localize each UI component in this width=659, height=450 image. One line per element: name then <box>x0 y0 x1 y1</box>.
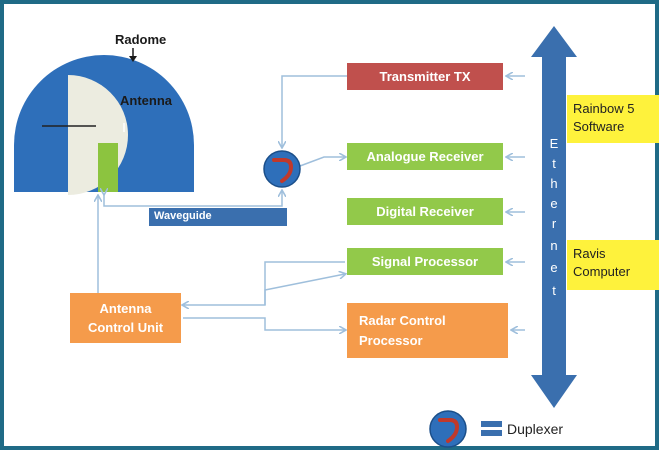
ravis-computer-panel: Ravis Computer <box>567 240 659 290</box>
legend-waveguide-swatch <box>481 421 502 427</box>
antenna-label: Antenna <box>120 93 172 108</box>
rainbow-software-panel: Rainbow 5 Software <box>567 95 659 143</box>
antenna-control-unit-box: Antenna Control Unit <box>70 293 181 343</box>
radome-pointer-head <box>129 56 137 62</box>
ethernet-letter-8: t <box>552 283 556 298</box>
rainbow-line2: Software <box>573 119 625 134</box>
analogue-receiver-label: Analogue Receiver <box>366 149 484 164</box>
ethernet-letter-1: E <box>549 136 559 151</box>
connector-transmitter-duplexer <box>282 75 347 147</box>
radar-control-label-line1: Radar Control <box>359 312 446 328</box>
legend-duplexer-symbol <box>429 410 467 448</box>
digital-receiver-label: Digital Receiver <box>376 204 474 219</box>
connector-antenna-duplexer <box>104 191 282 207</box>
connector-acu-radarcontrol <box>183 317 345 330</box>
signal-processor-label: Signal Processor <box>371 254 479 269</box>
radar-control-processor-box: Radar Control Processor <box>347 303 508 358</box>
ethernet-letter-2: t <box>552 156 556 171</box>
antenna-feed-block <box>98 143 118 192</box>
ethernet-bus-arrow <box>531 26 577 408</box>
ethernet-letter-4: e <box>550 196 558 211</box>
legend-waveguide-swatch-2 <box>481 430 502 436</box>
signal-processor-box: Signal Processor <box>347 248 503 275</box>
transmitter-label: Transmitter TX <box>379 69 471 84</box>
connector-radarcontrol-signal <box>264 274 345 305</box>
radar-control-label-line2: Processor <box>359 332 423 348</box>
ethernet-letter-5: r <box>551 216 557 231</box>
analogue-receiver-box: Analogue Receiver <box>347 143 503 170</box>
ethernet-letter-3: h <box>550 176 558 191</box>
transmitter-box: Transmitter TX <box>347 63 503 90</box>
connector-signal-acu <box>183 261 345 305</box>
waveguide-label: Waveguide <box>154 210 212 222</box>
duplexer-symbol <box>263 150 301 188</box>
ethernet-letter-6: n <box>550 238 558 253</box>
radome-label: Radome <box>115 32 167 47</box>
duplexer-legend-label: Duplexer <box>507 421 564 437</box>
waveguide-band <box>149 208 287 226</box>
ravis-line1: Ravis <box>573 246 606 261</box>
acu-label-line2: Control Unit <box>87 320 164 335</box>
ethernet-letter-7: e <box>550 260 558 275</box>
acu-label-line1: Antenna <box>99 301 152 316</box>
ravis-line2: Computer <box>573 264 631 279</box>
rainbow-line1: Rainbow 5 <box>573 101 635 116</box>
digital-receiver-box: Digital Receiver <box>347 198 503 225</box>
connector-duplexer-analogue <box>299 157 345 167</box>
